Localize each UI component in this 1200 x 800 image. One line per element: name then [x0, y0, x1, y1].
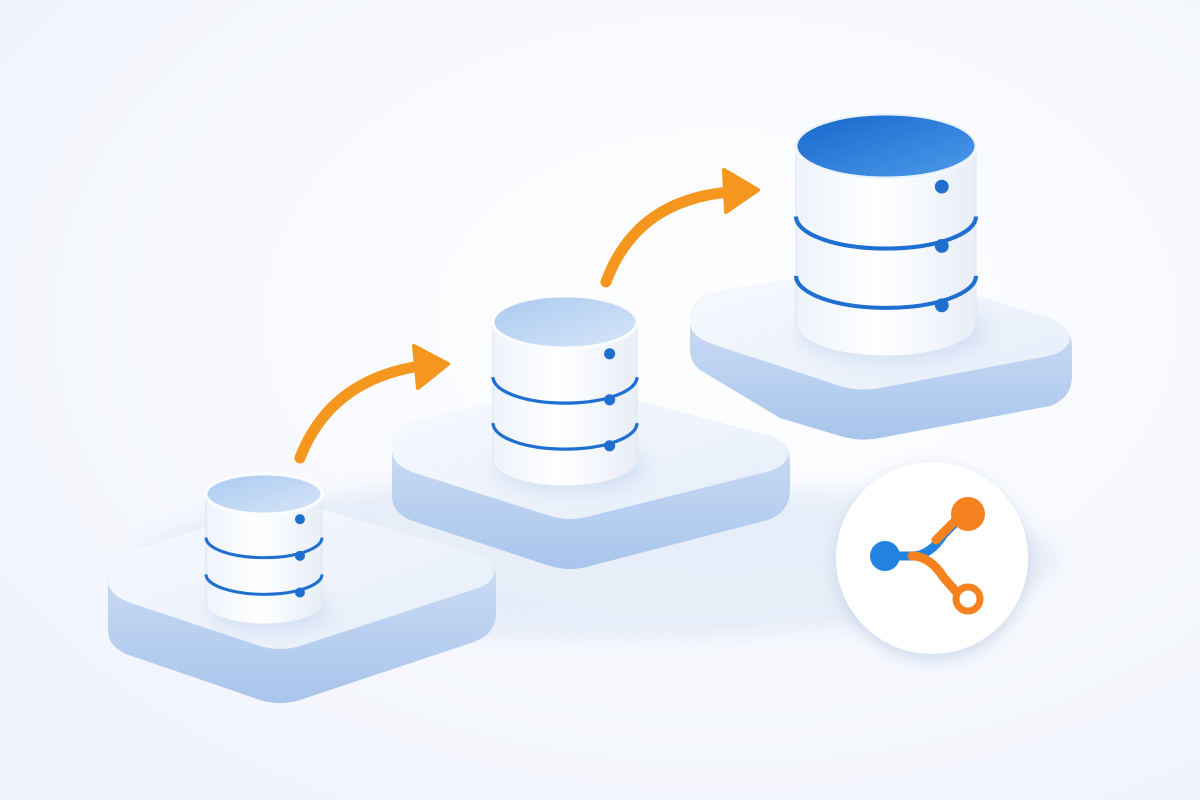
database-tier-band — [204, 574, 324, 596]
growth-arrows — [294, 168, 760, 464]
database-tier-band — [491, 376, 639, 405]
database-indicator-dot — [294, 587, 305, 598]
share-branch-icon — [870, 497, 985, 615]
database-indicator-dot — [294, 550, 305, 561]
database-indicator-dot — [604, 440, 616, 452]
database-tier-band — [491, 422, 639, 451]
database-tier-band — [793, 275, 979, 310]
database-indicator-dot — [294, 514, 305, 525]
database-large — [793, 112, 987, 361]
database-indicator-dot — [934, 239, 949, 253]
share-badge — [836, 462, 1028, 654]
database-medium — [491, 294, 647, 492]
arrow-medium-to-large — [600, 168, 760, 288]
database-group — [204, 112, 987, 630]
arrow-small-to-medium — [294, 344, 450, 464]
database-tier-band — [204, 537, 324, 560]
database-small — [204, 472, 331, 630]
database-indicator-dot — [934, 298, 949, 313]
database-indicator-dot — [604, 348, 616, 360]
database-indicator-dot — [604, 394, 616, 406]
database-indicator-dot — [934, 179, 949, 194]
database-tier-band — [793, 216, 979, 251]
